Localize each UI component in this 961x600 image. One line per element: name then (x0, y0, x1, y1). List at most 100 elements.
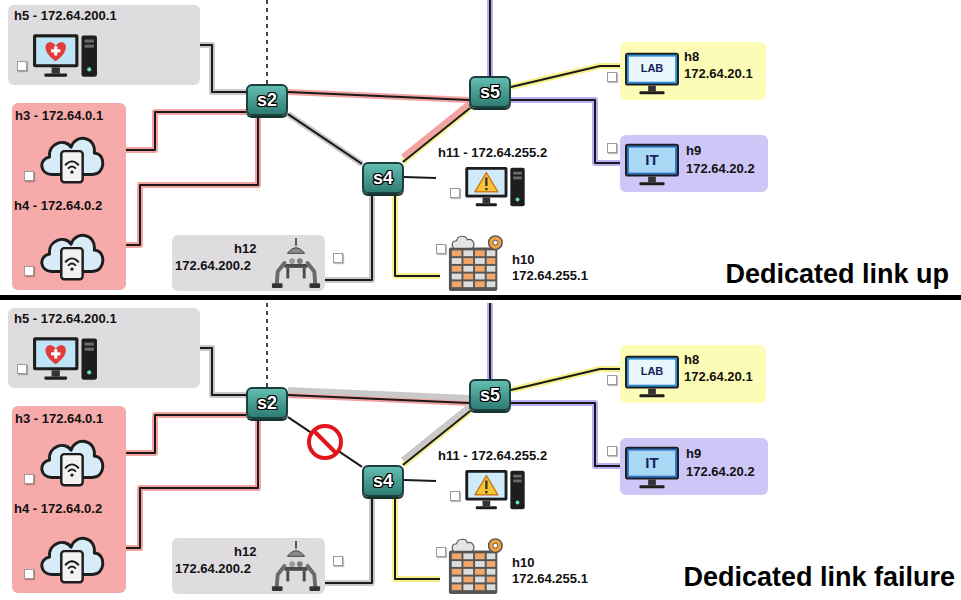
uplink-highlight (487, 0, 493, 76)
host-label: h3 - 172.64.0.1 (15, 108, 103, 123)
flow-highlight (126, 415, 246, 453)
link-line (511, 369, 620, 390)
flow-highlight (395, 194, 440, 276)
host-label: h11 - 172.64.255.2 (438, 145, 547, 160)
checkbox-icon (450, 491, 460, 501)
host-icon (36, 428, 106, 490)
switch-box: s5 (469, 76, 511, 108)
link-line (288, 114, 362, 164)
host-label: h8 (684, 49, 699, 64)
flow-highlight (200, 348, 246, 395)
link-line (404, 177, 436, 178)
host-icon-shape (625, 53, 679, 94)
flow-highlight (325, 194, 372, 280)
switch-label: s2 (257, 90, 277, 110)
checkbox-icon (607, 72, 617, 82)
link-line (325, 194, 372, 280)
host-icon-shape (272, 238, 320, 288)
host-label: h9 (686, 446, 701, 461)
link-line (395, 194, 440, 276)
checkbox-icon (24, 171, 34, 181)
host-icon-shape (449, 539, 502, 594)
host-icon-shape (449, 236, 502, 291)
uplink-highlight (487, 303, 493, 379)
host-icon (36, 222, 106, 284)
host-label: h4 - 172.64.0.2 (14, 198, 102, 213)
host-icon (446, 232, 506, 292)
host-label: h10 (512, 252, 534, 267)
checkbox-icon (607, 446, 617, 456)
uplink-dashed (266, 303, 268, 387)
checkbox-icon (607, 375, 617, 385)
host-icon-shape (465, 167, 524, 206)
uplink-line (489, 303, 491, 379)
link-line (126, 116, 258, 245)
host-icon-shape (42, 441, 103, 485)
switch-box: s5 (469, 379, 511, 411)
link-line (395, 497, 440, 579)
switch-box: s2 (246, 387, 288, 419)
checkbox-icon (333, 556, 343, 566)
host-label: h11 - 172.64.255.2 (438, 448, 547, 463)
screen-label: LAB (628, 365, 676, 378)
host-box: h3 - 172.64.0.1 (12, 103, 126, 196)
screen-label: IT (628, 454, 676, 471)
host-icon-shape (625, 447, 679, 488)
host-icon-shape (465, 470, 524, 509)
host-label: 172.64.200.2 (175, 258, 251, 273)
link-line (288, 395, 469, 403)
host-box: h10172.64.255.1 (440, 232, 600, 292)
flow-highlight (126, 419, 258, 548)
checkbox-icon (17, 364, 27, 374)
host-label: 172.64.255.1 (512, 268, 588, 283)
link-line (126, 112, 246, 150)
host-label: 172.64.20.1 (684, 66, 753, 81)
link-line (126, 419, 258, 548)
flow-highlight (126, 116, 258, 245)
host-icon (464, 467, 526, 513)
panel-heading: Dedicated link up (725, 259, 949, 290)
host-box: h4 - 172.64.0.2 (12, 499, 126, 593)
checkbox-icon (17, 61, 27, 71)
host-box: h12 172.64.200.2 (172, 235, 325, 291)
links (126, 45, 620, 583)
switch-box: s2 (246, 84, 288, 116)
screen-label: LAB (628, 62, 676, 75)
link-line (404, 480, 436, 481)
host-icon (270, 540, 322, 592)
switch-label: s2 (257, 393, 277, 413)
host-label: h5 - 172.64.200.1 (14, 8, 117, 23)
checkbox-icon (436, 244, 446, 254)
host-box: ITh9172.64.20.2 (620, 135, 768, 192)
link-line (325, 497, 372, 583)
flow-highlight (325, 497, 372, 583)
host-label: h5 - 172.64.200.1 (14, 311, 117, 326)
panel-heading: Dedicated link failure (683, 562, 955, 593)
host-label: h4 - 172.64.0.2 (14, 501, 102, 516)
switch-label: s4 (373, 168, 393, 188)
host-label: 172.64.200.2 (175, 561, 251, 576)
host-label: h10 (512, 555, 534, 570)
flow-highlight (511, 369, 620, 390)
host-label: h12 (234, 241, 256, 256)
host-icon-shape (33, 34, 97, 76)
host-icon (32, 334, 98, 384)
host-icon-shape (42, 138, 103, 182)
switch-label: s5 (480, 385, 500, 405)
checkbox-icon (24, 474, 34, 484)
host-icon (36, 125, 106, 187)
screen-label: IT (628, 151, 676, 168)
checkbox-icon (24, 266, 34, 276)
host-box: LAB h8 172.64.20.1 (620, 42, 766, 100)
flow-highlights (126, 45, 620, 583)
host-icon (36, 525, 106, 587)
checkbox-icon (436, 547, 446, 557)
host-box: LABh8172.64.20.1 (620, 345, 766, 403)
link-line (126, 415, 246, 453)
host-icon-shape (272, 541, 320, 591)
host-box: h10172.64.255.1 (440, 535, 600, 595)
switch-box: s4 (362, 162, 404, 194)
host-box: h5 - 172.64.200.1 (8, 308, 200, 388)
checkbox-icon (450, 188, 460, 198)
host-icon (446, 535, 506, 595)
